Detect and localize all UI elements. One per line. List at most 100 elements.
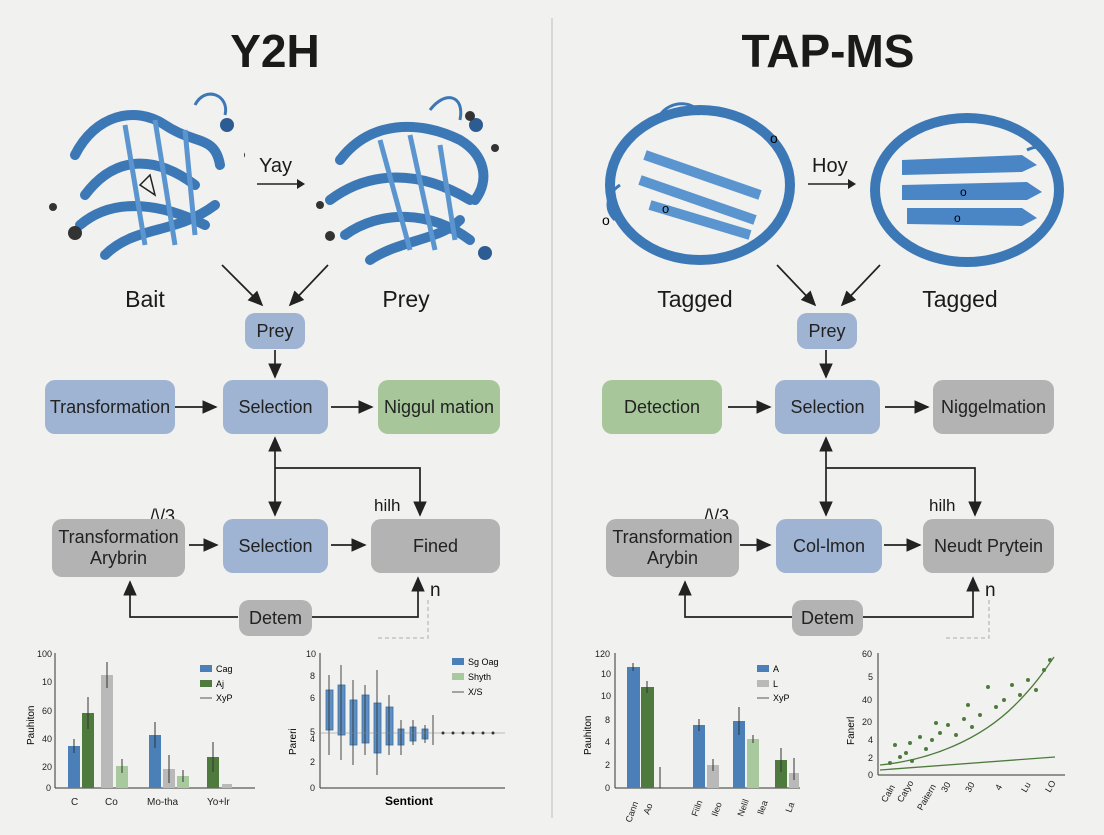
c3-ytick: 0	[605, 783, 610, 793]
c1-ytick: 60	[42, 706, 52, 716]
box	[373, 702, 382, 754]
c3-ytick: 120	[595, 649, 610, 659]
c1-ytick: 20	[42, 762, 52, 772]
c1-legend: Aj	[216, 679, 224, 689]
c2-ytick: 8	[310, 671, 315, 681]
bar	[68, 746, 80, 788]
c3-xtick: Ao	[641, 802, 654, 816]
tap-ms-arrow-label: Hoy	[812, 155, 848, 177]
c2-ytick: 4	[310, 734, 315, 744]
bar	[627, 667, 640, 788]
box	[385, 706, 394, 746]
c1-xtick: Yo+lr	[207, 797, 230, 808]
c3-ytick: 2	[605, 760, 610, 770]
bait-protein-image	[49, 92, 245, 260]
c1-ytick: 0	[46, 783, 51, 793]
tap-ms-detection-box: Detection	[602, 380, 722, 434]
tap-ms-scatter-chart: 60 5 40 20 4 2 0 Fanerl Caln Catyo Paite…	[840, 645, 1090, 830]
c2-legend: Shyth	[468, 672, 491, 682]
c3-xtick: Nelil	[735, 798, 750, 818]
c3-ytick: 4	[605, 737, 610, 747]
bar	[733, 721, 745, 788]
svg-text:o: o	[954, 211, 961, 225]
c1-legend: Cag	[216, 664, 233, 674]
y2h-bar-chart: 100 10 60 40 20 0 Pauhiton C Co Mo-tha Y…	[25, 645, 265, 825]
c3-ytick: 8	[605, 715, 610, 725]
box	[361, 694, 370, 744]
tagged-protein-image-right: o o	[870, 113, 1064, 267]
c4-xtick: 30	[963, 780, 977, 794]
bar	[747, 739, 759, 788]
c4-ytick: 5	[868, 672, 873, 682]
y2h-fined-box: Fined	[371, 519, 500, 573]
c3-xtick: La	[783, 801, 796, 814]
c3-ylabel: Pauhiton	[583, 716, 594, 755]
c4-xtick: Caln	[879, 783, 897, 804]
tap-ms-bar-chart: 120 10 10 8 4 2 0 Pauhiton Cann Ao Fiiln	[575, 645, 815, 830]
c3-legend: XyP	[773, 693, 790, 703]
c4-xtick: Paitern	[915, 782, 938, 812]
c3-xtick: Fiiln	[689, 799, 704, 818]
c4-ytick: 4	[868, 735, 873, 745]
y2h-box-chart: 10 8 6 5 4 2 0 Pareri	[280, 645, 510, 825]
c1-ytick: 10	[42, 677, 52, 687]
bar	[222, 784, 232, 788]
tap-ms-flow-arrows	[678, 264, 990, 639]
panel-divider	[551, 18, 553, 818]
tagged-label-left: Tagged	[657, 286, 733, 312]
c4-ytick: 40	[862, 695, 872, 705]
c4-ytick: 2	[868, 753, 873, 763]
prey-label: Prey	[382, 286, 430, 312]
y2h-n-note: n	[430, 580, 441, 601]
tap-ms-prey-box: Prey	[797, 313, 857, 349]
prey-protein-image	[316, 96, 499, 265]
tap-ms-detem-box: Detem	[792, 600, 863, 636]
c4-ylabel: Fanerl	[846, 717, 857, 745]
tap-ms-transformation-arybin-box: Transformation Arybin	[606, 519, 739, 577]
tap-ms-selection-box: Selection	[775, 380, 880, 434]
c3-xtick: llea	[755, 799, 769, 816]
c2-ytick: 6	[310, 693, 315, 703]
tap-ms-niggelmation-box: Niggelmation	[933, 380, 1054, 434]
bar	[775, 760, 787, 788]
c4-xtick: 4	[993, 783, 1004, 792]
y2h-transformation-arybrin-box: Transformation Arybrin	[52, 519, 185, 577]
c4-ytick: 20	[862, 717, 872, 727]
tap-ms-neudt-prytein-box: Neudt Prytein	[923, 519, 1054, 573]
c3-xtick: Ileo	[709, 801, 723, 818]
c1-ylabel: Pauhiton	[26, 706, 37, 745]
y2h-selection-box: Selection	[223, 380, 328, 434]
tagged-protein-image-left: o o o	[602, 102, 795, 265]
c2-ytick: 2	[310, 757, 315, 767]
c4-ytick: 0	[868, 770, 873, 780]
c1-ytick: 100	[37, 649, 52, 659]
c2-xlabel: Sentiont	[385, 794, 433, 808]
bar	[641, 687, 654, 788]
tagged-label-right: Tagged	[922, 286, 998, 312]
svg-text:o: o	[770, 130, 778, 146]
c4-xtick: 30	[939, 780, 953, 794]
y2h-hilh-note: hilh	[374, 496, 401, 515]
c3-ytick: 10	[601, 669, 611, 679]
tap-ms-n-note: n	[985, 580, 996, 601]
c3-legend: A	[773, 664, 779, 674]
c2-ytick: 10	[306, 649, 316, 659]
c1-legend: XyP	[216, 693, 233, 703]
c3-legend: L	[773, 679, 778, 689]
c4-ytick: 60	[862, 649, 872, 659]
c3-xtick: Cann	[623, 800, 640, 824]
tap-ms-col-lmon-box: Col-lmon	[776, 519, 882, 573]
bait-label: Bait	[125, 286, 165, 312]
y2h-transformation-box: Transformation	[45, 380, 175, 434]
bar	[707, 765, 719, 788]
bar	[149, 735, 161, 788]
c1-xtick: Co	[105, 797, 118, 808]
c4-xtick: Catyo	[895, 779, 915, 804]
y2h-niggul-mation-box: Niggul mation	[378, 380, 500, 434]
bar	[693, 725, 705, 788]
y2h-title: Y2H	[230, 25, 320, 77]
c2-ytick: 0	[310, 783, 315, 793]
c3-ytick: 10	[601, 691, 611, 701]
c1-ytick: 40	[42, 734, 52, 744]
c2-legend: Sg Oag	[468, 657, 499, 667]
